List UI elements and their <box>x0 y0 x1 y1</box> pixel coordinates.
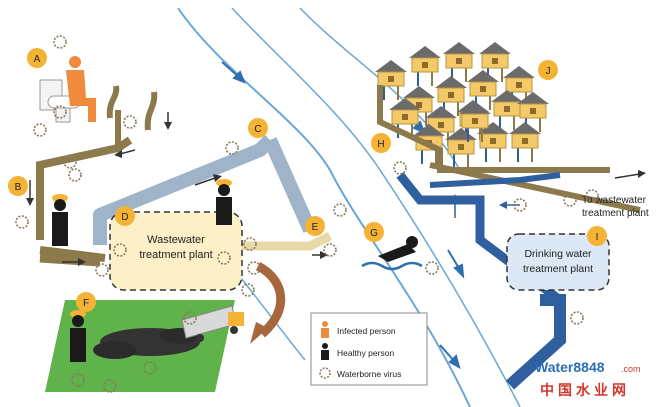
marker-g: G <box>364 222 384 242</box>
wastewater-plant-label-1: Wastewater <box>147 234 205 246</box>
virus-icon <box>15 215 29 229</box>
svg-text:C: C <box>254 124 261 135</box>
virus-icon <box>243 237 257 251</box>
virus-icon <box>53 105 67 119</box>
marker-e: E <box>305 216 325 236</box>
house-icon <box>445 128 477 168</box>
watermark-chinese: 中国水业网 <box>540 382 630 398</box>
marker-d: D <box>115 206 135 226</box>
marker-j: J <box>538 60 558 80</box>
to-wastewater-label-1: To wastewater <box>582 195 647 206</box>
marker-f: F <box>76 292 96 312</box>
house-icon <box>409 46 441 86</box>
virus-icon <box>183 311 197 325</box>
house-icon <box>491 90 523 130</box>
virus-icon <box>425 261 439 275</box>
infected-person-on-toilet <box>66 56 96 122</box>
house-icon <box>467 70 499 110</box>
virus-icon <box>123 115 137 129</box>
svg-text:A: A <box>34 54 41 65</box>
effluent-pipe <box>39 231 333 267</box>
legend: Infected person Healthy person Waterborn… <box>310 312 428 386</box>
virus-icon <box>113 243 127 257</box>
to-wastewater-label-2: treatment plant <box>582 208 649 219</box>
wastewater-treatment-plant: Wastewater treatment plant <box>109 211 243 291</box>
village-houses <box>375 42 549 168</box>
svg-text:I: I <box>596 232 599 243</box>
swimmer-icon <box>361 236 423 271</box>
house-icon <box>459 102 491 142</box>
virus-icon <box>570 311 584 325</box>
healthy-worker-d <box>216 179 232 225</box>
svg-text:F: F <box>83 298 89 309</box>
marker-h: H <box>371 133 391 153</box>
svg-text:E: E <box>312 222 319 233</box>
svg-text:G: G <box>370 228 378 239</box>
virus-icon <box>225 141 239 155</box>
virus-icon <box>33 123 47 137</box>
house-icon <box>517 92 549 132</box>
virus-icon <box>63 155 77 169</box>
virus-icon <box>103 379 117 393</box>
virus-icon <box>143 361 157 375</box>
step-markers: A B C D E F G H I J <box>8 48 607 312</box>
svg-text:Waterborne virus: Waterborne virus <box>337 369 401 379</box>
virus-icon <box>217 251 231 265</box>
house-icon <box>477 122 509 162</box>
drinking-water-treatment-plant: Drinking water treatment plant <box>506 233 610 291</box>
marker-a: A <box>27 48 47 68</box>
marker-i: I <box>587 226 607 246</box>
virus-icon <box>513 198 527 212</box>
watermark: Water8848 .com 中国水业网 <box>535 359 641 398</box>
virus-icon <box>585 189 599 203</box>
sewer-main <box>93 135 317 245</box>
virus-icon <box>333 203 347 217</box>
house-icon <box>435 76 467 116</box>
legend-item-virus: Waterborne virus <box>319 367 401 379</box>
drinking-plant-label-1: Drinking water <box>524 248 592 260</box>
svg-text:H: H <box>377 139 384 150</box>
virus-icon <box>323 243 337 257</box>
sludge-truck-icon <box>181 305 244 342</box>
house-icon <box>443 42 475 82</box>
watermark-brand: Water8848 <box>535 359 605 375</box>
virus-icon <box>95 263 109 277</box>
village-sewer <box>377 85 646 213</box>
svg-text:Infected person: Infected person <box>337 326 396 336</box>
healthy-person-icon <box>321 343 329 360</box>
virus-icon <box>68 168 82 182</box>
virus-icon <box>393 161 407 175</box>
svg-text:J: J <box>546 66 551 77</box>
virus-icon <box>241 283 255 297</box>
house-icon <box>509 122 541 162</box>
house-icon <box>479 42 511 82</box>
virus-icon <box>53 35 67 49</box>
household-sewage <box>26 85 172 262</box>
legend-item-healthy: Healthy person <box>321 343 394 360</box>
marker-c: C <box>248 118 268 138</box>
watermark-suffix: .com <box>621 364 641 374</box>
marker-b: B <box>8 176 28 196</box>
sludge-transfer-arrow <box>255 262 286 338</box>
drinking-plant-label-2: treatment plant <box>523 263 593 275</box>
svg-text:Healthy person: Healthy person <box>337 348 394 358</box>
house-icon <box>375 60 407 100</box>
wastewater-plant-label-2: treatment plant <box>139 249 212 261</box>
virus-icon <box>319 367 331 379</box>
healthy-worker-b <box>52 194 68 246</box>
virus-icon <box>247 261 261 275</box>
virus-markers <box>15 35 599 393</box>
svg-text:B: B <box>15 182 22 193</box>
infected-person-icon <box>321 321 329 338</box>
virus-icon <box>563 193 577 207</box>
svg-text:D: D <box>121 212 128 223</box>
legend-item-infected: Infected person <box>321 321 396 338</box>
virus-icon <box>71 373 85 387</box>
